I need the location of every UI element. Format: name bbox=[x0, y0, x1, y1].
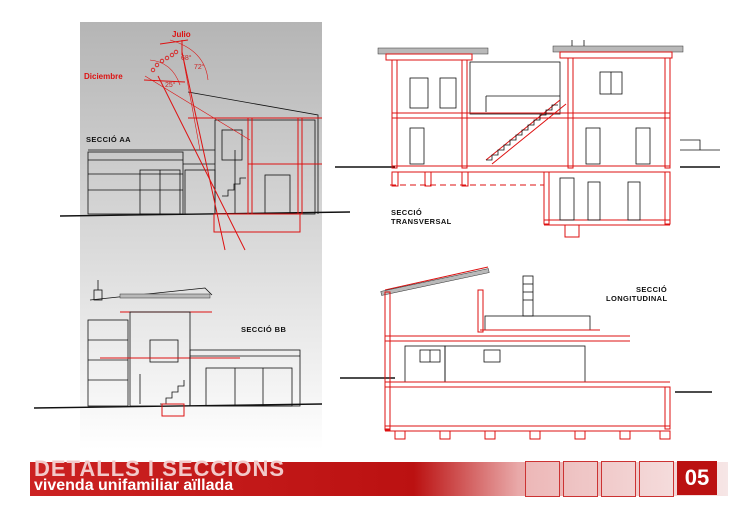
section-bb-label: SECCIÓ BB bbox=[241, 325, 286, 334]
sheet-number: 05 bbox=[677, 461, 717, 495]
winter-label: Diciembre bbox=[84, 72, 123, 81]
section-aa-label: SECCIÓ AA bbox=[86, 135, 131, 144]
angle-label-2: 72° bbox=[194, 63, 205, 71]
grey-panel bbox=[80, 22, 322, 450]
section-transversal-drawing bbox=[335, 40, 720, 238]
title-square-4 bbox=[639, 461, 674, 497]
angle-label-1: 68° bbox=[181, 54, 192, 62]
section-longitudinal-drawing bbox=[340, 266, 712, 440]
title-square-3 bbox=[601, 461, 636, 497]
title-bar bbox=[30, 462, 728, 496]
summer-label: Julio bbox=[172, 30, 191, 39]
section-longitudinal-label-1: SECCIÓ bbox=[636, 285, 667, 294]
section-transversal-label-2: TRANSVERSAL bbox=[391, 217, 452, 226]
section-longitudinal-label-2: LONGITUDINAL bbox=[606, 294, 667, 303]
title-square-2 bbox=[563, 461, 598, 497]
sheet-title: DETALLS I SECCIONS bbox=[34, 456, 286, 481]
sun-study: Julio Diciembre 68° 72° 25° bbox=[84, 30, 209, 89]
title-square-1 bbox=[525, 461, 560, 497]
sheet-subtitle: vivenda unifamiliar aïllada bbox=[34, 477, 234, 494]
section-transversal-label-1: SECCIÓ bbox=[391, 208, 422, 217]
section-aa-drawing bbox=[59, 51, 351, 251]
angle-label-3: 25° bbox=[165, 81, 176, 89]
section-bb-drawing bbox=[33, 280, 323, 417]
